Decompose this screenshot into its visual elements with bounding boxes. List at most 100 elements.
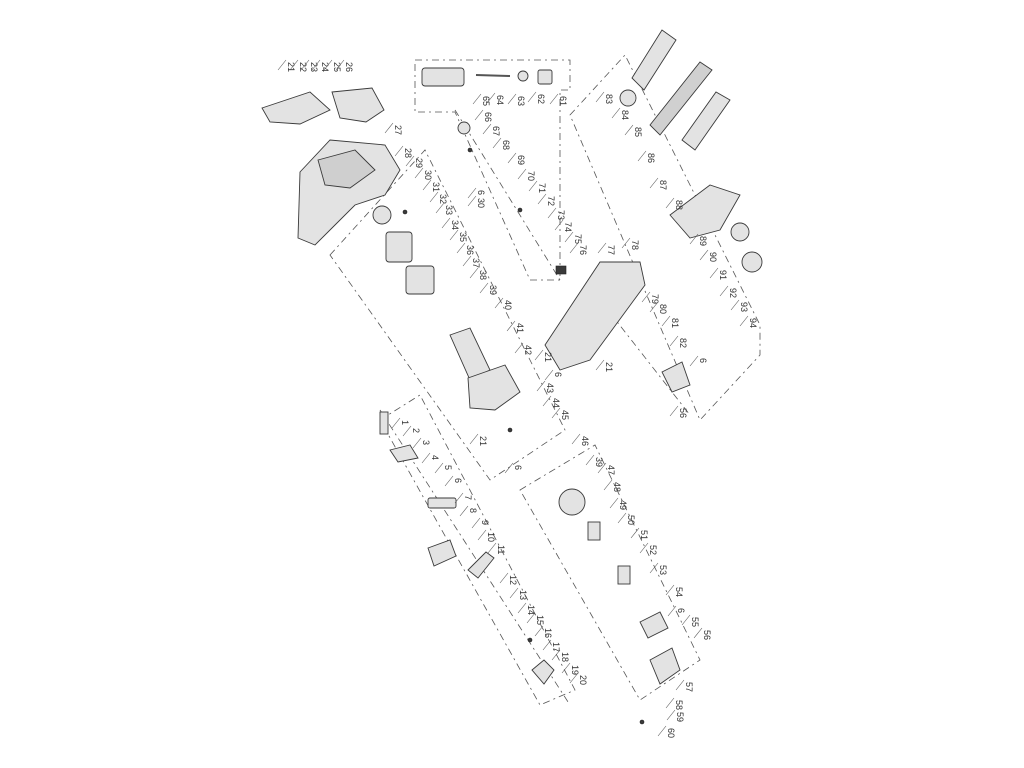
callout-67: 67 [491,126,501,136]
callout-80: 80 [658,304,668,314]
callout-repeat-6-3-leader [467,187,477,199]
callout-3: 3 [421,440,431,445]
callout-94: 94 [748,318,758,328]
callout-37-leader [462,255,472,267]
callout-repeat-6-4: 6 [676,608,686,613]
callout-25: 25 [332,62,342,72]
screw-6 [639,719,645,725]
callout-10: 10 [486,532,496,542]
callout-32: 32 [438,194,448,204]
callout-62-leader [527,91,537,103]
callout-83-leader [595,91,605,103]
callout-28-leader [394,145,404,157]
callout-18: 18 [560,652,570,662]
callout-79: 79 [650,294,660,304]
callout-16: 16 [543,628,553,638]
part-spring-1 [379,411,389,435]
callout-40: 40 [503,300,513,310]
part-housing-inner [317,149,376,189]
callout-81: 81 [670,318,680,328]
callout-68-leader [492,137,502,149]
callout-repeat-21-6: 21 [478,436,488,446]
callout-15: 15 [535,615,545,625]
callout-79-leader [641,291,651,303]
callout-19: 19 [570,665,580,675]
callout-70-leader [517,168,527,180]
callout-63: 63 [516,96,526,106]
callout-23: 23 [309,62,319,72]
callout-33-leader [435,202,445,214]
part-sprocket-84 [619,89,637,107]
callout-7: 7 [463,495,473,500]
callout-repeat-6-0-leader [689,355,699,367]
callout-8: 8 [468,508,478,513]
callout-65-leader [472,93,482,105]
callout-58: 58 [674,700,684,710]
part-spring-76 [555,265,567,275]
callout-71-leader [528,180,538,192]
callout-repeat-56-10: 56 [678,408,688,418]
callout-5-leader [434,462,444,474]
callout-repeat-21-5: 21 [604,362,614,372]
part-bar-cover-87 [681,91,731,151]
callout-58-leader [665,697,675,709]
callout-repeat-6-3: 6 [476,190,486,195]
part-oil-cap-91 [730,222,750,242]
callout-64-leader [486,92,496,104]
callout-35: 35 [458,232,468,242]
callout-62: 62 [536,94,546,104]
callout-18-leader [551,649,561,661]
screw-5 [527,637,533,643]
callout-repeat-39-9-leader [585,454,595,466]
callout-11: 11 [496,545,506,554]
callout-53: 53 [658,565,668,575]
callout-repeat-6-2-leader [504,462,514,474]
callout-63-leader [507,93,517,105]
callout-50-leader [617,512,627,524]
callout-2: 2 [411,428,421,433]
callout-31-leader [422,179,432,191]
part-head-64 [421,67,465,87]
callout-34: 34 [450,220,460,230]
callout-21-leader [277,59,287,71]
callout-69: 69 [516,155,526,165]
callout-7-leader [454,492,464,504]
callout-59: 59 [675,712,685,722]
callout-91-leader [709,267,719,279]
callout-54: 54 [674,587,684,597]
part-knob-94 [741,251,763,273]
callout-36-leader [456,242,466,254]
callout-20-leader [569,672,579,684]
callout-32-leader [429,191,439,203]
callout-repeat-6-4-leader [667,605,677,617]
callout-89-leader [689,233,699,245]
callout-22: 22 [298,62,308,72]
callout-43-leader [536,380,546,392]
callout-46: 46 [580,436,590,446]
callout-89: 89 [698,236,708,246]
callout-72: 72 [546,196,556,206]
callout-74-leader [554,219,564,231]
callout-76-leader [569,242,579,254]
callout-5: 5 [443,465,453,470]
callout-93: 93 [739,302,749,312]
callout-8-leader [459,505,469,517]
part-shaft-63 [475,74,511,77]
callout-45-leader [551,407,561,419]
callout-84: 84 [620,110,630,120]
part-hook-19 [531,659,555,685]
callout-73: 73 [556,210,566,220]
callout-93-leader [730,299,740,311]
callout-21: 21 [286,62,296,72]
callout-29-leader [405,155,415,167]
screw-2 [467,147,473,153]
part-cover-plate-82 [661,361,691,393]
callout-15-leader [526,612,536,624]
callout-6: 6 [453,478,463,483]
callout-55: 55 [690,617,700,627]
callout-66: 66 [483,112,493,122]
part-lever-11 [467,551,495,579]
callout-57-leader [675,679,685,691]
part-pinion-49 [587,521,601,541]
